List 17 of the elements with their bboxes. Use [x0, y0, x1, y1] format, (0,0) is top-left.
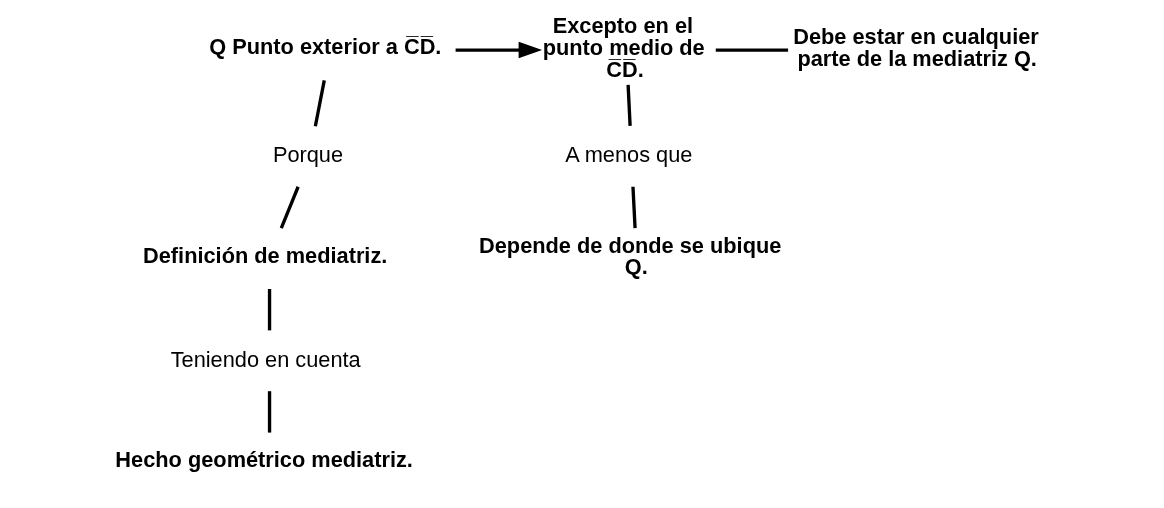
connector [313, 79, 326, 127]
node-text: Teniendo en cuenta [170, 346, 361, 372]
arrow [455, 41, 542, 58]
node-text: Hecho geométrico mediatriz. [114, 446, 413, 472]
node-text: Excepto en el punto medio de C̅D̅. [542, 12, 705, 82]
node-text: Depende de donde se ubique Q. [478, 232, 781, 279]
connector [630, 186, 637, 228]
node-text: Porque [272, 141, 343, 167]
node-text: Debe estar en cualquier parte de la mediatriz Q. [792, 23, 1039, 71]
connector [267, 390, 271, 433]
node-text: Q Punto exterior a C̅D̅. [208, 33, 441, 59]
connector [715, 47, 788, 52]
connector [279, 185, 300, 229]
node-text: A menos que [564, 141, 692, 167]
connector [267, 288, 271, 330]
connector [625, 84, 632, 126]
node-text: Definición de mediatriz. [142, 242, 387, 268]
